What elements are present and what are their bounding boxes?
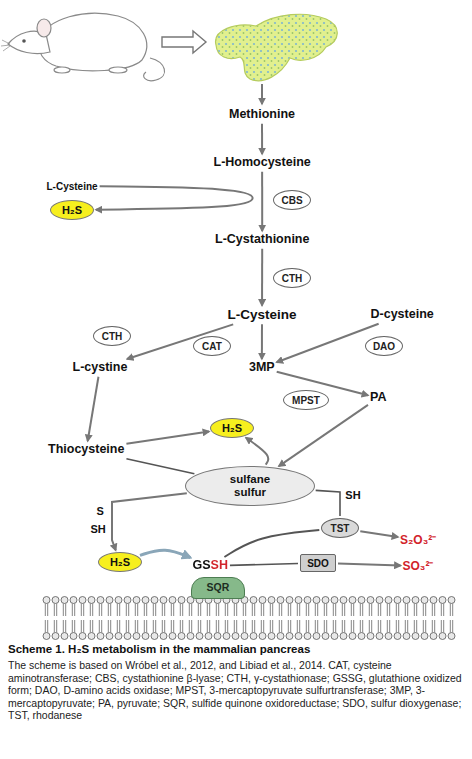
caption-text: The scheme is based on Wróbel et al., 20…: [8, 659, 464, 722]
metabolite-label: L-Homocysteine: [214, 156, 311, 170]
h2s-oval: H₂S: [50, 200, 94, 220]
reaction-arrow: [338, 564, 401, 566]
enzyme-oval: CAT: [193, 336, 231, 356]
metabolite-label: L-Cysteine: [228, 308, 297, 323]
metabolite-label: D-cysteine: [371, 308, 434, 322]
cell-membrane: [42, 596, 456, 640]
block-arrow: [162, 31, 206, 53]
metabolite-label: PA: [370, 391, 386, 405]
enzyme-oval: MPST: [283, 390, 329, 410]
reaction-arrow: [279, 405, 368, 466]
reaction-arrow: [88, 377, 99, 441]
h2s-oval: H₂S: [98, 552, 142, 572]
pancreas-illustration: [216, 14, 338, 80]
mouse-body: [39, 13, 147, 71]
mouse-tail: [144, 58, 165, 81]
reaction-arrow: [261, 124, 263, 154]
reaction-arrow: [224, 530, 319, 557]
node-text: SQR: [207, 582, 230, 594]
metabolite-label: Methionine: [229, 108, 295, 122]
node-text: sulfane sulfur: [220, 473, 280, 498]
node-text: L-Cysteine: [228, 308, 297, 323]
node-text: Thiocysteine: [48, 443, 124, 457]
node-text: L-Cystathionine: [215, 233, 309, 247]
caption-title: Scheme 1. H₂S metabolism in the mammalia…: [8, 643, 464, 655]
flow-arrow: [261, 84, 263, 104]
node-text: L-Cysteine: [47, 181, 98, 192]
node-text: DAO: [373, 341, 395, 352]
reaction-arrow: [261, 324, 263, 359]
mouse-whiskers: [1, 40, 10, 51]
node-text: CAT: [202, 341, 222, 352]
mouse-ear: [37, 19, 51, 37]
product-label: SO₃²⁻: [403, 560, 434, 573]
node-text: H₂S: [222, 422, 242, 434]
node-text: H₂S: [62, 204, 82, 216]
enzyme-oval: CBS: [273, 190, 311, 210]
reaction-arrow: [96, 186, 253, 209]
h2s-oval: H₂S: [210, 418, 254, 438]
reaction-arrow: [140, 550, 191, 558]
enzyme-oval: TST: [321, 518, 359, 538]
node-text: L-cystine: [73, 361, 128, 375]
node-text: GSSH: [193, 559, 228, 573]
mouse-eye: [22, 39, 26, 43]
reaction-arrow: [261, 249, 263, 306]
enzyme-oval: DAO: [365, 336, 403, 356]
node-text: H₂S: [110, 556, 130, 568]
connector-layer: [88, 124, 401, 566]
enzyme-oval: CTH: [273, 268, 311, 288]
metabolite-label: 3MP: [249, 361, 275, 375]
node-text: SDO: [307, 558, 329, 569]
reaction-arrow: [316, 490, 340, 516]
reaction-arrow: [246, 438, 268, 465]
node-text: CTH: [282, 273, 303, 284]
node-text: 3MP: [249, 361, 275, 375]
bond-label: S: [97, 505, 104, 517]
node-text: MPST: [292, 395, 320, 406]
node-text: S₂O₃²⁻: [400, 534, 436, 547]
node-text: CBS: [281, 195, 302, 206]
metabolite-label: L-Cystathionine: [215, 233, 309, 247]
node-text: SO₃²⁻: [403, 560, 434, 573]
reaction-arrow: [126, 459, 194, 474]
sulfane-ellipse: sulfane sulfur: [185, 466, 315, 506]
mouse-illustration: [1, 13, 165, 80]
bond-label: SH: [91, 523, 106, 535]
reaction-arrow: [112, 493, 187, 550]
reaction-arrow: [126, 431, 209, 443]
enzyme-oval: CTH: [93, 326, 131, 346]
node-text: L-Homocysteine: [214, 156, 311, 170]
node-text: PA: [370, 391, 386, 405]
membrane-enzyme: SQR: [191, 577, 245, 599]
metabolite-label: GSSH: [193, 559, 228, 573]
reaction-arrow: [261, 172, 263, 231]
metabolite-label: Thiocysteine: [48, 443, 124, 457]
enzyme-box: SDO: [300, 554, 336, 572]
node-text: CTH: [102, 331, 123, 342]
node-text: Methionine: [229, 108, 295, 122]
product-label: S₂O₃²⁻: [400, 534, 436, 547]
mouse-foot: [54, 67, 70, 73]
edge-label: SH: [345, 489, 360, 501]
metabolite-label: L-cystine: [73, 361, 128, 375]
reaction-arrow: [360, 531, 398, 537]
reaction-arrow: [230, 564, 298, 566]
node-text: D-cysteine: [371, 308, 434, 322]
metabolite-label: L-Cysteine: [47, 181, 98, 192]
node-text: TST: [331, 523, 350, 534]
reaction-arrow: [127, 324, 233, 359]
mouse-foot: [109, 67, 127, 73]
reaction-arrow: [277, 324, 379, 363]
